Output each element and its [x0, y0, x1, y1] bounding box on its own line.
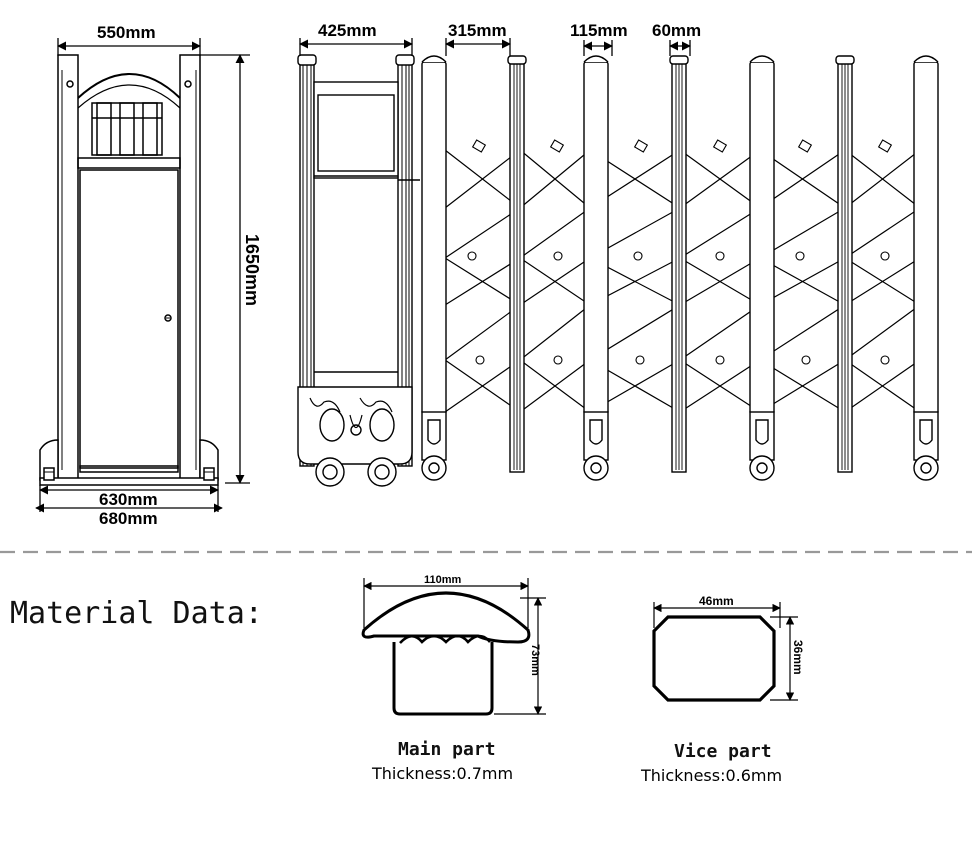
dim-60-line	[669, 40, 691, 56]
dim-550-label: 550mm	[97, 23, 156, 42]
dim-680-label: 680mm	[99, 509, 158, 528]
dim-315-line	[445, 38, 511, 56]
side-view-folding-gate	[297, 54, 939, 487]
main-part-thickness: Thickness:0.7mm	[371, 764, 513, 783]
dim-630-label: 630mm	[99, 490, 158, 509]
dim-115-line	[583, 40, 613, 56]
main-part-name: Main part	[398, 739, 496, 760]
front-view-gate	[39, 54, 219, 486]
vice-part-name: Vice part	[674, 741, 772, 762]
dim-425-label: 425mm	[318, 21, 377, 40]
dim-60-label: 60mm	[652, 21, 701, 40]
dim-115-label: 115mm	[570, 21, 628, 40]
dim-550-line	[57, 38, 201, 56]
vice-part-width-label: 46mm	[699, 594, 734, 608]
main-part-height-label: 73mm	[529, 644, 541, 676]
dim-315-label: 315mm	[448, 21, 507, 40]
material-heading: Material Data:	[10, 596, 263, 631]
main-part-profile	[361, 591, 531, 716]
vice-part-thickness: Thickness:0.6mm	[640, 766, 782, 785]
dim-425-line	[299, 38, 413, 56]
dim-1650-line	[200, 54, 250, 484]
main-part-width-dim	[363, 578, 529, 628]
vice-part-height-dim	[770, 616, 798, 701]
main-part-width-label: 110mm	[424, 574, 462, 586]
vice-part-profile	[652, 615, 776, 702]
vice-part-width-dim	[653, 602, 781, 628]
vice-part-height-label: 36mm	[791, 640, 805, 675]
main-part-height-dim	[494, 597, 546, 715]
dim-1650-label: 1650mm	[242, 234, 262, 306]
